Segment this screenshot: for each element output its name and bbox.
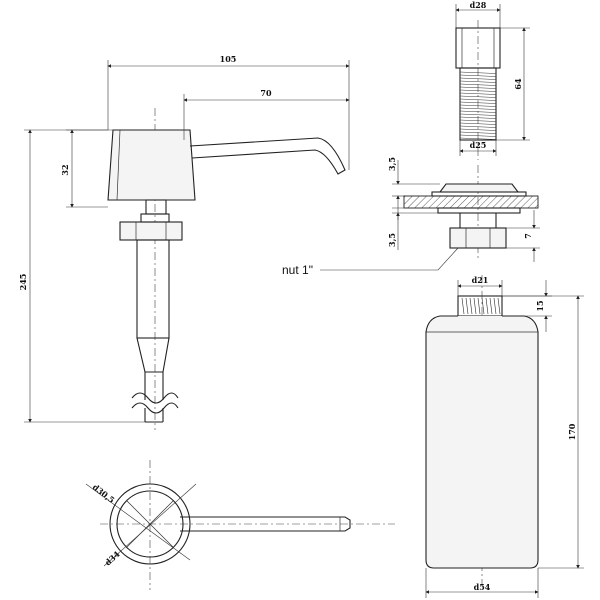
pump-head xyxy=(107,129,196,201)
thread-line xyxy=(459,104,497,107)
neck-thread-line xyxy=(493,297,497,315)
thread-line xyxy=(459,134,497,137)
dim-64-text: 64 xyxy=(513,78,523,90)
dim-70-text: 70 xyxy=(260,88,272,98)
top-view-spout xyxy=(180,516,351,532)
dim-line-inner xyxy=(103,483,197,567)
neck-thread-line xyxy=(465,297,469,315)
dim-170-text: 170 xyxy=(567,423,577,440)
dim-7-text: 7 xyxy=(523,233,533,239)
neck-thread-line xyxy=(473,297,477,315)
neck-thread-line xyxy=(481,297,485,315)
mount-nut xyxy=(449,227,507,249)
dim-d34-text: d34 xyxy=(103,549,122,568)
dim-d54-text: d54 xyxy=(474,582,491,592)
dim-32-text: 32 xyxy=(60,164,70,175)
outer-circle xyxy=(109,483,191,565)
thread-line xyxy=(459,107,497,110)
dim-d25-text: d25 xyxy=(470,140,487,150)
inner-circle xyxy=(116,490,184,558)
tube-detail: d28 64 d25 xyxy=(455,0,530,160)
mount-detail: 3,5 3,5 7 nut 1" xyxy=(282,157,540,277)
dim-3-5-top-text: 3,5 xyxy=(387,157,397,171)
neck-thread-line xyxy=(497,297,501,315)
thread-line xyxy=(459,131,497,134)
pump-nut xyxy=(119,221,183,241)
thread-line xyxy=(459,110,497,113)
thread-line xyxy=(459,86,497,89)
break-symbol-1 xyxy=(131,392,179,404)
pump-side-view: 105 70 32 245 xyxy=(18,54,350,430)
thread-line xyxy=(459,128,497,131)
break-symbol-2 xyxy=(131,402,179,414)
thread-line xyxy=(459,71,497,74)
thread-line xyxy=(459,116,497,119)
bottle-view: d21 15 170 d54 xyxy=(425,275,584,598)
thread-line xyxy=(459,80,497,83)
dim-245-text: 245 xyxy=(18,274,28,291)
thread-line xyxy=(459,101,497,104)
thread-line xyxy=(459,77,497,80)
thread-line xyxy=(459,113,497,116)
pump-shaft xyxy=(136,239,170,339)
thread-line xyxy=(459,137,497,140)
thread-line xyxy=(459,125,497,128)
neck-thread-line xyxy=(485,297,489,315)
dim-105-text: 105 xyxy=(220,54,237,64)
neck-thread-line xyxy=(489,297,493,315)
dim-d30-5-text: d30,5 xyxy=(91,482,117,505)
dim-line-outer xyxy=(85,483,191,561)
thread-line xyxy=(459,98,497,101)
thread-line xyxy=(459,119,497,122)
thread-line xyxy=(459,89,497,92)
thread-line xyxy=(459,122,497,125)
pump-top-view: d30,5 d34 xyxy=(85,460,395,590)
mount-flange xyxy=(438,183,520,193)
thread-line xyxy=(459,95,497,98)
dim-3-5-bottom-text: 3,5 xyxy=(387,233,397,247)
thread-line xyxy=(459,74,497,77)
countertop-section xyxy=(403,195,539,209)
neck-thread-line xyxy=(477,297,481,315)
dim-15-text: 15 xyxy=(535,300,545,311)
bottle-body xyxy=(425,315,539,569)
dim-d28-text: d28 xyxy=(470,0,487,10)
dim-d21-text: d21 xyxy=(472,275,489,285)
neck-thread-line xyxy=(469,297,473,315)
nut-leader-line xyxy=(320,247,459,271)
tube-thread-lines xyxy=(459,71,497,140)
neck-thread-line xyxy=(461,297,465,315)
thread-line xyxy=(459,83,497,86)
nut-label: nut 1" xyxy=(282,263,313,277)
bottle-neck-threads xyxy=(461,297,501,315)
tube-thread xyxy=(459,67,497,141)
thread-line xyxy=(459,92,497,95)
pump-spout xyxy=(189,137,346,175)
